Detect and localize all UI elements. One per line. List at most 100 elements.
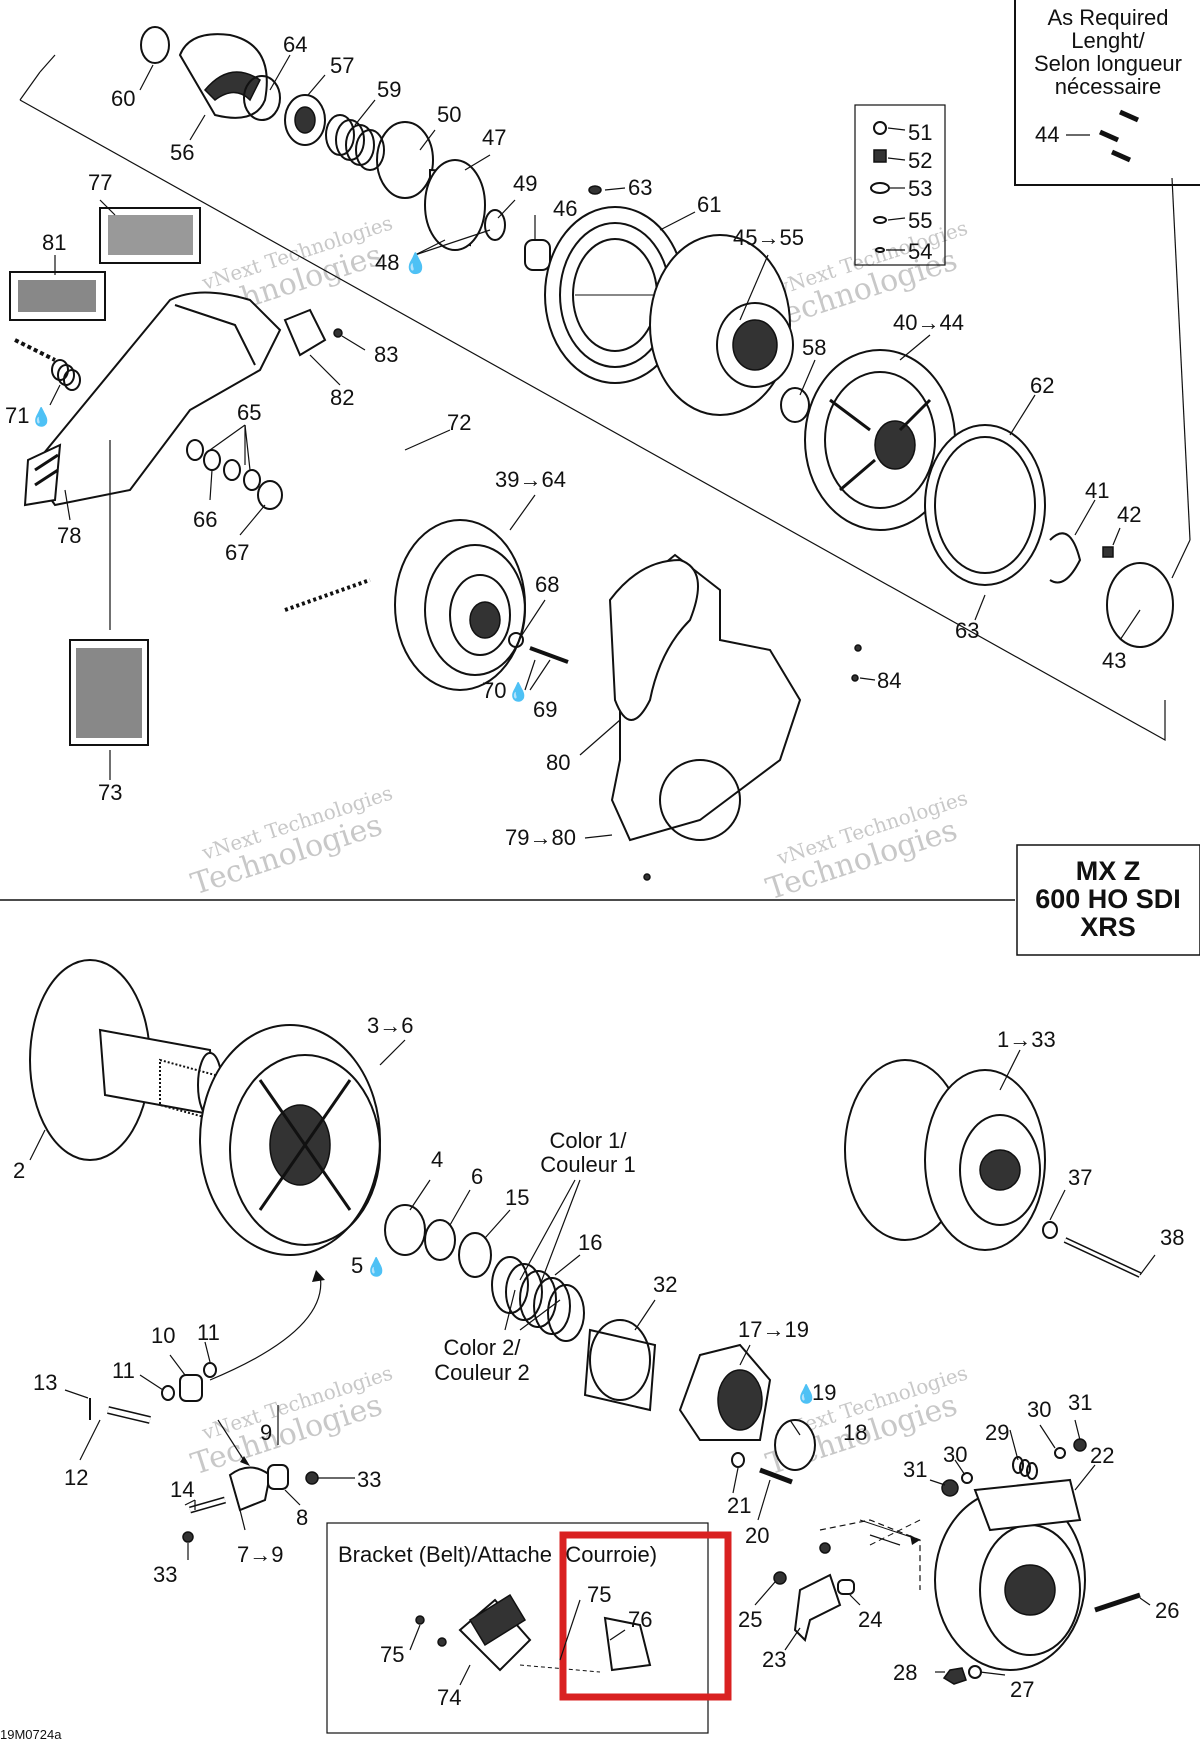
callout-17-19: 17→19 [738,1317,809,1342]
callout-41: 41 [1085,478,1109,503]
washer-68 [508,632,524,648]
callout-13: 13 [33,1370,57,1395]
note-line: nécessaire [1055,74,1161,99]
cam-assembly [804,349,956,531]
callout-71: 71 [5,403,29,428]
color1-label: Color 1/ [549,1128,627,1153]
clip [484,209,506,241]
bolt-26 [1094,1592,1141,1613]
watermark: vNext Technologies Technologies [762,786,971,908]
callout-52: 52 [908,148,932,173]
callout-labels: 60 64 57 59 56 50 47 49 46 63 61 48 💧 51… [5,32,1184,1710]
model-line: 600 HO SDI [1035,884,1181,914]
bolt-69 [529,646,569,664]
callout-29: 29 [985,1420,1009,1445]
callout-63: 63 [955,618,979,643]
callout-61: 61 [697,192,721,217]
callout-11: 11 [112,1358,135,1383]
callout-10: 10 [151,1323,175,1348]
callout-9: 9 [260,1420,272,1445]
belt-guard [28,291,282,507]
callout-51: 51 [908,120,932,145]
figure-code: 19M0724a [0,1727,62,1741]
callout-38: 38 [1160,1225,1184,1250]
callout-73: 73 [98,780,122,805]
callout-59: 59 [377,77,401,102]
callout-63: 63 [628,175,652,200]
oil-drop-icon: 💧 [365,1256,387,1277]
callout-80: 80 [546,750,570,775]
callout-6: 6 [471,1164,483,1189]
callout-3-6: 3→6 [367,1013,413,1038]
callout-30: 30 [943,1442,967,1467]
callout-42: 42 [1117,502,1141,527]
callout-22: 22 [1090,1443,1114,1468]
callout-69: 69 [533,697,557,722]
oil-drop-icon: 💧 [403,251,428,275]
callout-27: 27 [1010,1677,1034,1702]
note-line: Lenght/ [1071,28,1145,53]
callout-33: 33 [153,1562,177,1587]
callout-24: 24 [858,1607,882,1632]
callout-50: 50 [437,102,461,127]
screw-icon [1098,109,1140,163]
callout-66: 66 [193,507,217,532]
cover-plate [924,424,1046,586]
callout-12: 12 [64,1465,88,1490]
callout-79-80: 79→80 [505,825,576,850]
as-required-note: As Required Lenght/ Selon longueur néces… [1014,0,1200,186]
callout-33: 33 [357,1467,381,1492]
model-line: XRS [1080,912,1136,942]
callout-60: 60 [111,86,135,111]
hardware-stack [870,121,890,253]
callout-78: 78 [57,523,81,548]
washer-11 [161,1385,175,1401]
bracket-belt-box: Bracket (Belt)/Attache (Courroie) [326,1522,709,1734]
callout-44: 44 [1035,122,1059,147]
cover-seal-80 [608,558,699,721]
nut-28 [942,1667,967,1685]
oil-drop-icon: 💧 [507,681,529,702]
callout-48: 48 [375,250,399,275]
callout-54: 54 [908,239,932,264]
callout-19: 19 [812,1380,836,1405]
washer-15 [458,1232,492,1278]
seal-ring [140,26,170,64]
callout-84: 84 [877,668,901,693]
oil-drop-icon: 💧 [30,406,52,427]
drive-pulley [394,519,526,691]
model-box: MX Z 600 HO SDI XRS [1016,844,1200,956]
plate-76 [603,1616,652,1672]
bolt [588,185,602,195]
spring-29 [1012,1456,1038,1480]
highlight-box [559,1531,732,1701]
callout-21: 21 [727,1493,751,1518]
callout-81: 81 [42,230,66,255]
nut-31 [1073,1438,1087,1452]
callout-56: 56 [170,140,194,165]
callout-49: 49 [513,171,537,196]
spring [325,114,385,171]
callout-46: 46 [553,196,577,221]
callout-77: 77 [88,170,112,195]
screw-75 [415,1615,425,1625]
callout-39-64: 39→64 [495,467,566,492]
snap-ring [1049,532,1082,584]
assembly-arrow [209,1274,322,1381]
color2-label: Couleur 2 [434,1360,529,1385]
ramp-housing [934,1478,1086,1671]
washer [780,387,810,423]
hardware-stack-box [854,104,946,266]
bracket-23 [793,1573,842,1642]
callout-70: 70 [482,678,506,703]
watermark: vNext Technologies Technologies [187,781,396,903]
washer-27 [968,1665,982,1679]
callout-62: 62 [1030,373,1054,398]
callout-8: 8 [296,1505,308,1530]
sheave [649,234,794,416]
callout-23: 23 [762,1647,786,1672]
nut [1102,546,1114,558]
bushing-8 [267,1464,289,1490]
callout-43: 43 [1102,648,1126,673]
callout-18: 18 [843,1420,867,1445]
